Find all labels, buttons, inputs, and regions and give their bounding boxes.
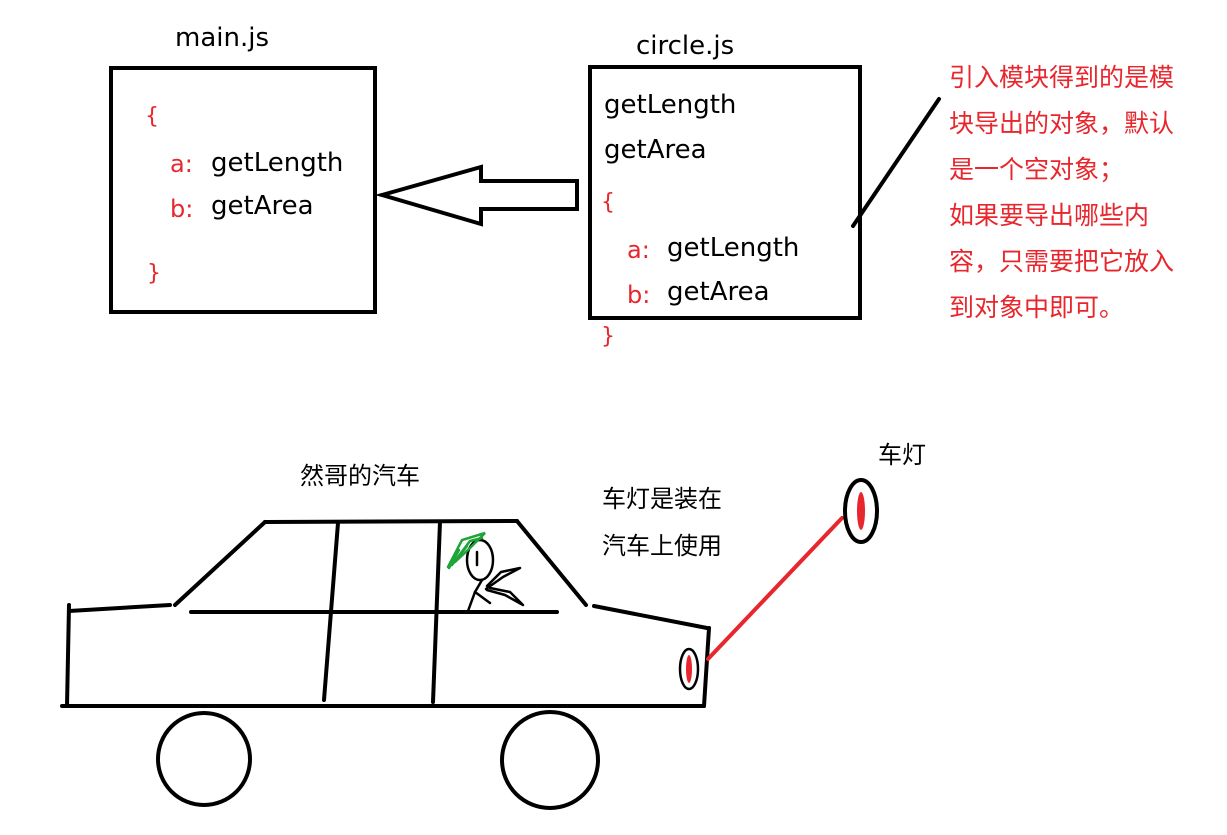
note-line-2: 块导出的对象，默认 <box>949 109 1175 138</box>
usage-label-line-1: 车灯是装在 <box>602 485 722 513</box>
export-arrow <box>374 164 579 227</box>
car-front-edge <box>702 626 711 708</box>
circle-js-value-a: getLength <box>667 233 800 263</box>
main-js-close-brace: } <box>147 261 161 286</box>
car-rear-edge <box>65 603 71 708</box>
circle-js-box <box>588 65 862 320</box>
car-windshield-rear <box>173 520 267 607</box>
car-pillar-b <box>322 521 340 702</box>
main-js-value-b: getArea <box>211 191 314 221</box>
car-rear-top <box>67 603 172 613</box>
circle-js-open-brace: { <box>601 190 615 215</box>
car-headlight-outline <box>678 647 700 691</box>
circle-js-value-b: getArea <box>667 277 770 307</box>
car-headlight-fill <box>686 655 692 683</box>
note-line-3: 是一个空对象； <box>949 155 1125 184</box>
car-front-top <box>592 604 709 630</box>
driver-figure <box>465 538 525 613</box>
rear-wheel <box>156 711 252 807</box>
circle-js-title: circle.js <box>636 31 735 61</box>
driver-hair <box>446 531 486 570</box>
note-line-4: 如果要导出哪些内 <box>949 201 1150 230</box>
standalone-light-outline <box>843 478 879 544</box>
usage-label-line-2: 汽车上使用 <box>602 532 722 560</box>
car-windshield-front <box>515 519 588 607</box>
note-line-5: 容，只需要把它放入 <box>949 247 1175 276</box>
circle-js-function-1: getLength <box>604 90 737 120</box>
circle-js-function-2: getArea <box>604 135 707 165</box>
main-js-key-a: a: <box>170 150 193 178</box>
car-roof-line <box>263 519 519 524</box>
module-note: 引入模块得到的是模 块导出的对象，默认 是一个空对象； 如果要导出哪些内 容，只… <box>949 55 1174 331</box>
car-label: 然哥的汽车 <box>300 462 420 490</box>
note-line-1: 引入模块得到的是模 <box>949 63 1175 92</box>
circle-js-key-a: a: <box>627 236 650 264</box>
front-wheel <box>500 710 600 810</box>
car-pillar-c <box>431 520 442 704</box>
note-line-6: 到对象中即可。 <box>949 293 1125 322</box>
main-js-value-a: getLength <box>211 148 344 178</box>
note-pointer-line <box>851 97 941 228</box>
main-js-key-b: b: <box>170 195 194 223</box>
main-js-open-brace: { <box>145 104 159 129</box>
headlight-label: 车灯 <box>878 441 926 469</box>
circle-js-close-brace: } <box>601 324 615 349</box>
driver-head <box>465 538 495 582</box>
standalone-light-fill <box>857 492 865 530</box>
circle-js-key-b: b: <box>627 281 651 309</box>
car <box>60 519 711 708</box>
main-js-box <box>109 66 377 314</box>
headlight-connector <box>706 516 844 661</box>
main-js-title: main.js <box>175 23 269 53</box>
